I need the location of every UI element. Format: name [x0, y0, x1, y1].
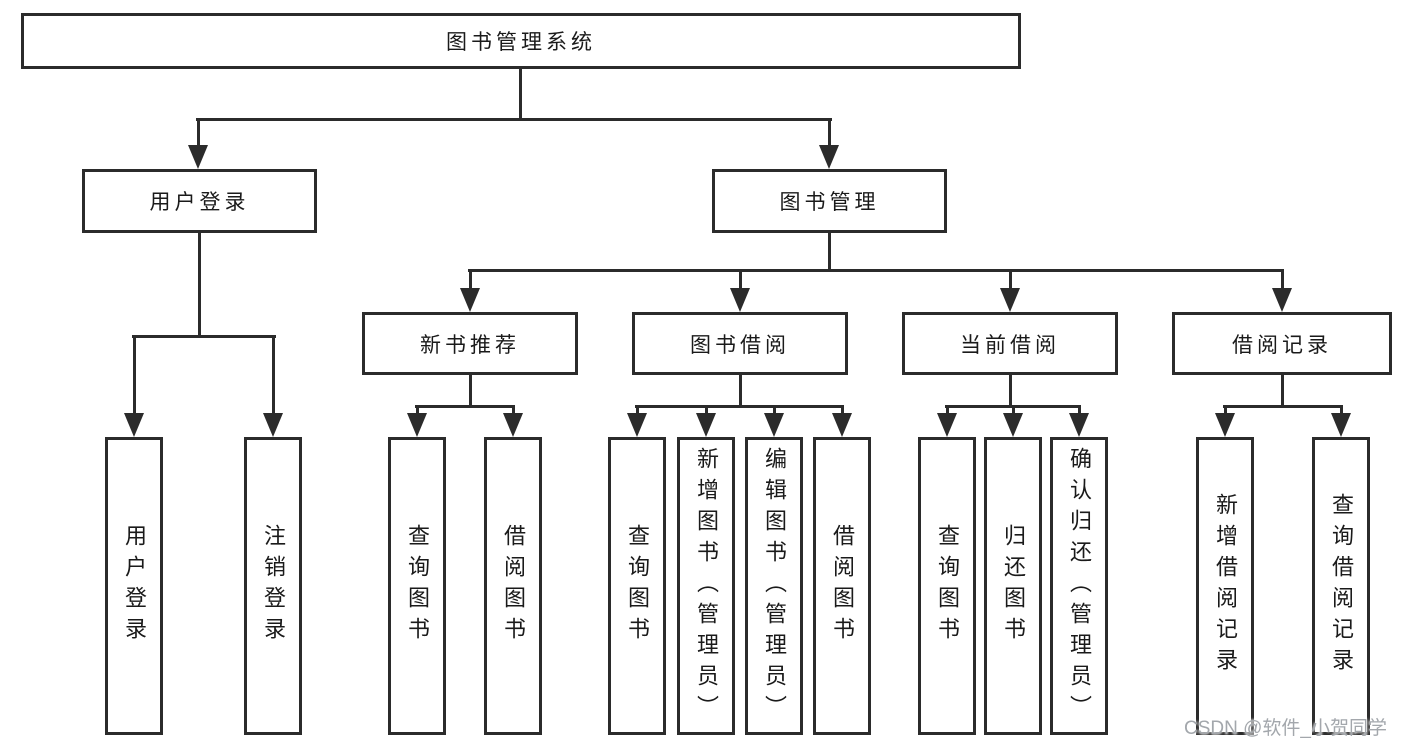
connector-vline	[1224, 405, 1227, 417]
node-book-management-label: 图书管理	[779, 191, 880, 214]
leaf-query-books-borrow: 查询图书	[608, 437, 666, 735]
connector-vline	[469, 269, 472, 291]
connector-vline	[828, 118, 831, 148]
leaf-user-login-label: 用户登录	[122, 524, 147, 648]
leaf-query-borrow-record: 查询借阅记录	[1312, 437, 1370, 735]
connector-vline	[1009, 269, 1012, 291]
connector-hline	[415, 405, 515, 408]
connector-vline	[1009, 375, 1012, 407]
arrow-down-icon	[263, 413, 283, 437]
arrow-down-icon	[1069, 413, 1089, 437]
leaf-query-books-recommend: 查询图书	[388, 437, 446, 735]
connector-hline	[1223, 405, 1343, 408]
node-root-label: 图书管理系统	[446, 31, 596, 54]
leaf-borrow-books-label: 借阅图书	[830, 524, 855, 648]
arrow-down-icon	[460, 288, 480, 312]
node-book-borrow-label: 图书借阅	[690, 333, 790, 357]
leaf-query-books-current-label: 查询图书	[935, 524, 960, 648]
node-borrow-records-label: 借阅记录	[1232, 333, 1332, 357]
connector-hline	[468, 269, 1284, 272]
node-book-borrow: 图书借阅	[632, 312, 848, 375]
leaf-logout-label: 注销登录	[261, 524, 286, 648]
connector-hline	[132, 335, 276, 338]
connector-vline	[636, 405, 639, 417]
arrow-down-icon	[1331, 413, 1351, 437]
arrow-down-icon	[188, 145, 208, 169]
arrow-down-icon	[1003, 413, 1023, 437]
arrow-down-icon	[937, 413, 957, 437]
arrow-down-icon	[503, 413, 523, 437]
connector-vline	[1012, 405, 1015, 417]
csdn-watermark: CSDN @软件_小贺同学	[1184, 718, 1387, 739]
connector-vline	[773, 405, 776, 417]
connector-vline	[272, 335, 275, 417]
leaf-add-borrow-record-label: 新增借阅记录	[1213, 493, 1238, 679]
arrow-down-icon	[764, 413, 784, 437]
leaf-confirm-return-admin-label: 确认归还（管理员）	[1067, 446, 1092, 726]
leaf-add-book-admin: 新增图书（管理员）	[677, 437, 735, 735]
leaf-query-borrow-record-label: 查询借阅记录	[1329, 493, 1354, 679]
arrow-down-icon	[730, 288, 750, 312]
connector-vline	[739, 269, 742, 291]
leaf-borrow-books-recommend: 借阅图书	[484, 437, 542, 735]
arrow-down-icon	[1215, 413, 1235, 437]
arrow-down-icon	[1000, 288, 1020, 312]
connector-vline	[705, 405, 708, 417]
connector-vline	[1281, 375, 1284, 407]
connector-vline	[1340, 405, 1343, 417]
connector-vline	[197, 118, 200, 148]
node-new-book-recommend: 新书推荐	[362, 312, 578, 375]
connector-vline	[828, 233, 831, 272]
connector-hline	[196, 118, 832, 121]
connector-vline	[416, 405, 419, 417]
connector-vline	[841, 405, 844, 417]
arrow-down-icon	[1272, 288, 1292, 312]
connector-hline	[635, 405, 844, 408]
node-user-login-label: 用户登录	[149, 191, 250, 214]
leaf-user-login: 用户登录	[105, 437, 163, 735]
leaf-return-book-label: 归还图书	[1001, 524, 1026, 648]
connector-vline	[469, 375, 472, 407]
leaf-borrow-books-recommend-label: 借阅图书	[501, 524, 526, 648]
arrow-down-icon	[407, 413, 427, 437]
leaf-query-books-current: 查询图书	[918, 437, 976, 735]
leaf-borrow-books: 借阅图书	[813, 437, 871, 735]
leaf-add-borrow-record: 新增借阅记录	[1196, 437, 1254, 735]
arrow-down-icon	[627, 413, 647, 437]
leaf-query-books-borrow-label: 查询图书	[625, 524, 650, 648]
connector-vline	[512, 405, 515, 417]
connector-vline	[946, 405, 949, 417]
leaf-query-books-recommend-label: 查询图书	[405, 524, 430, 648]
node-new-book-recommend-label: 新书推荐	[420, 333, 520, 357]
leaf-edit-book-admin-label: 编辑图书（管理员）	[762, 446, 787, 726]
connector-vline	[1078, 405, 1081, 417]
leaf-edit-book-admin: 编辑图书（管理员）	[745, 437, 803, 735]
connector-vline	[739, 375, 742, 407]
arrow-down-icon	[696, 413, 716, 437]
connector-vline	[133, 335, 136, 417]
arrow-down-icon	[832, 413, 852, 437]
leaf-confirm-return-admin: 确认归还（管理员）	[1050, 437, 1108, 735]
connector-vline	[198, 233, 201, 337]
leaf-return-book: 归还图书	[984, 437, 1042, 735]
arrow-down-icon	[819, 145, 839, 169]
connector-vline	[519, 69, 522, 119]
node-user-login: 用户登录	[82, 169, 317, 233]
node-book-management: 图书管理	[712, 169, 947, 233]
leaf-add-book-admin-label: 新增图书（管理员）	[694, 446, 719, 726]
connector-vline	[1281, 269, 1284, 291]
node-borrow-records: 借阅记录	[1172, 312, 1392, 375]
node-root: 图书管理系统	[21, 13, 1021, 69]
node-current-borrow-label: 当前借阅	[960, 333, 1060, 357]
arrow-down-icon	[124, 413, 144, 437]
node-current-borrow: 当前借阅	[902, 312, 1118, 375]
leaf-logout: 注销登录	[244, 437, 302, 735]
